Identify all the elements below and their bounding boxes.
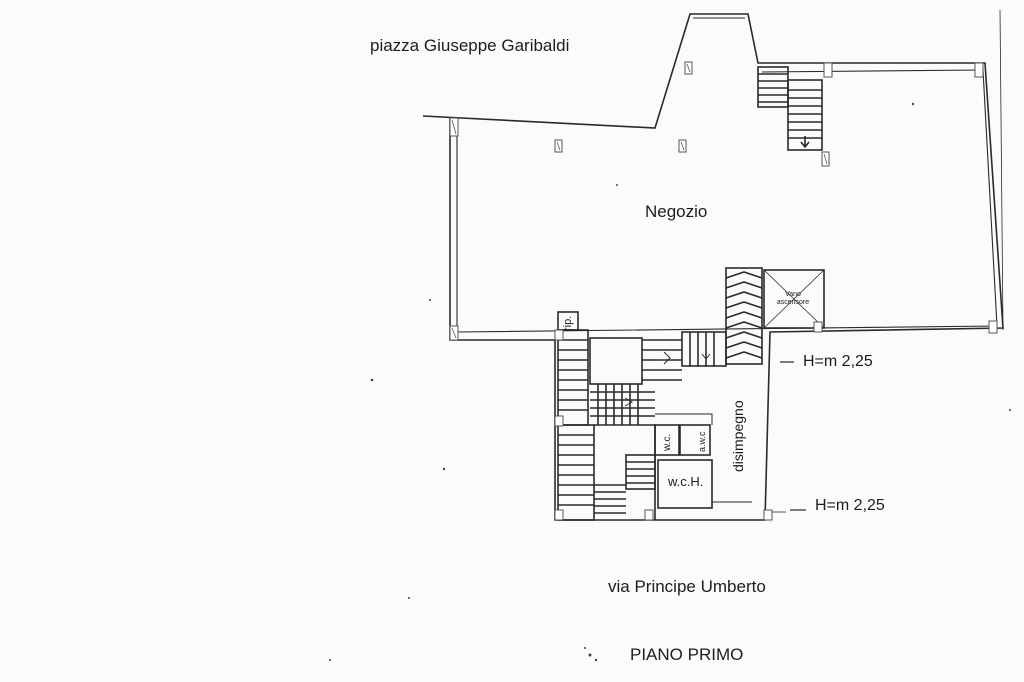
room-label-antibagno: a.w.c xyxy=(697,431,707,452)
elevator-label-line1: Vano xyxy=(785,291,801,298)
left-stair-block xyxy=(557,311,682,521)
elevator-label-line2: ascensore xyxy=(776,299,810,306)
central-stair xyxy=(681,331,727,367)
elevator-shaft xyxy=(763,269,825,329)
building-outline xyxy=(422,9,1004,521)
room-label-accessible-wc: w.c.H. xyxy=(668,474,704,489)
structural-columns xyxy=(449,61,998,521)
corridor-stair xyxy=(725,267,763,365)
upper-staircase xyxy=(757,66,823,151)
bathrooms xyxy=(654,413,752,509)
room-label-corridor: disimpegno xyxy=(730,400,746,472)
height-label-upper: H=m 2,25 xyxy=(803,353,873,370)
room-label-elevator: Vano ascensore xyxy=(767,291,819,307)
room-label-wc: w.c. xyxy=(662,433,673,451)
scan-specks xyxy=(329,102,1011,662)
room-label-storage: rip. xyxy=(562,315,574,331)
street-name-top: piazza Giuseppe Garibaldi xyxy=(370,36,570,55)
street-name-bottom: via Principe Umberto xyxy=(608,577,766,596)
height-label-lower: H=m 2,25 xyxy=(815,497,885,514)
room-label-shop: Negozio xyxy=(645,202,708,221)
floor-title: PIANO PRIMO xyxy=(630,645,744,664)
